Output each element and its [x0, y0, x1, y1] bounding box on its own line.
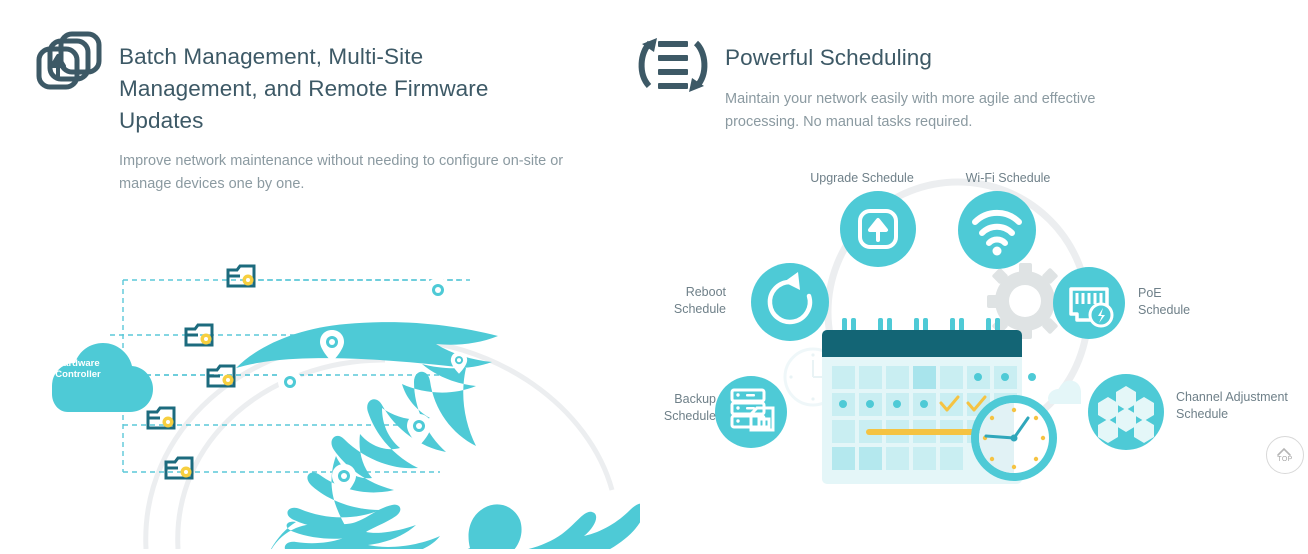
- schedule-label-wifi: Wi-Fi Schedule: [965, 171, 1051, 185]
- schedule-label-backup: Backup Schedule: [663, 392, 716, 423]
- right-panel-description: Maintain your network easily with more a…: [725, 91, 1096, 130]
- location-pin-icons: [278, 278, 468, 496]
- left-panel-title: Batch Management, Multi-Site Management,…: [119, 44, 489, 133]
- scroll-to-top-label: TOP: [1277, 456, 1293, 463]
- schedule-label-upgrade: Upgrade Schedule: [810, 171, 914, 185]
- clock-icon: [971, 395, 1057, 481]
- chevron-up-icon: [1277, 447, 1291, 456]
- hardware-controller-cloud: [52, 343, 153, 412]
- scroll-to-top-button[interactable]: TOP: [1266, 436, 1304, 474]
- firmware-upgrade-icon: [858, 209, 898, 249]
- schedule-label-channel: Channel Adjustment Schedule: [1176, 390, 1288, 421]
- left-panel-description: Improve network maintenance without need…: [119, 153, 564, 192]
- schedule-label-poe: PoE Schedule: [1138, 286, 1191, 317]
- right-panel-title: Powerful Scheduling: [725, 45, 933, 70]
- schedule-node-backup: [715, 376, 787, 448]
- gear-icon: [987, 263, 1063, 339]
- schedule-node-poe: [1053, 267, 1125, 339]
- small-cloud-decoration: [1048, 380, 1081, 404]
- schedule-label-reboot: Reboot Schedule: [673, 285, 726, 316]
- schedule-node-channel: [1088, 374, 1164, 450]
- cycle-list-refresh-icon: [630, 30, 715, 105]
- multi-site-map-illustration: [0, 240, 675, 554]
- stacked-firmware-upload-icon: [28, 26, 108, 103]
- server-backup-icon: [730, 388, 775, 432]
- schedule-node-wifi: [958, 191, 1036, 269]
- schedule-node-reboot: [751, 263, 829, 341]
- honeycomb-channel-icon: [1098, 386, 1154, 443]
- folder-gear-icons: [146, 264, 256, 480]
- schedule-node-upgrade: [840, 191, 916, 267]
- batch-management-panel: Batch Management, Multi-Site Management,…: [0, 0, 675, 554]
- scheduling-wheel-illustration: [620, 160, 1308, 500]
- ethernet-poe-icon: [1069, 287, 1114, 328]
- reboot-refresh-icon: [767, 272, 813, 325]
- wifi-icon: [972, 209, 1022, 246]
